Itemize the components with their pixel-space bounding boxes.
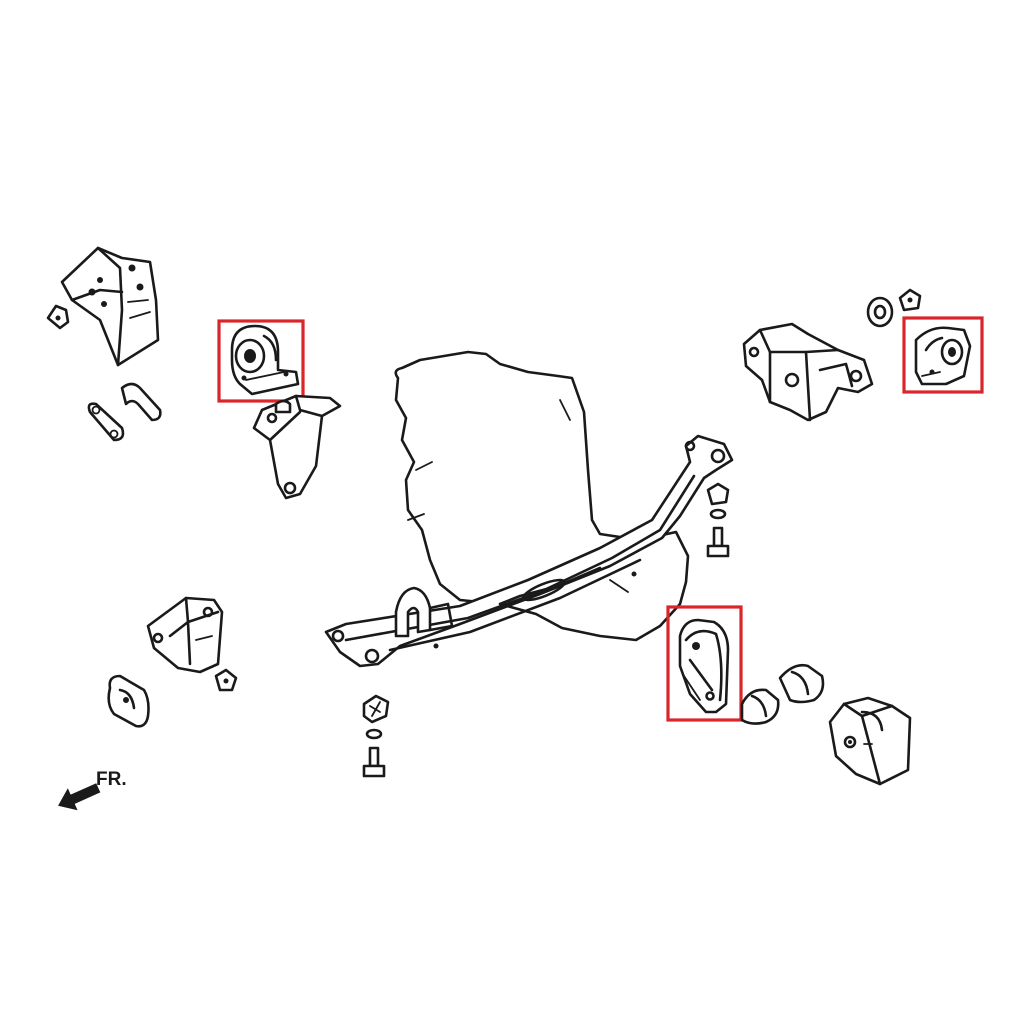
crossmember-rear-bolt [706, 482, 730, 558]
upper-left-link [87, 402, 125, 442]
side-mount-washer [866, 296, 894, 328]
rear-mount-cushion-small [740, 688, 780, 725]
front-mount-highlight [217, 319, 305, 403]
upper-left-cushion [120, 382, 162, 422]
subframe-crossmember [324, 434, 734, 668]
rear-engine-mount [678, 618, 730, 714]
side-engine-mount [914, 326, 972, 386]
side-mount-highlight [902, 316, 984, 394]
upper-left-bracket [60, 246, 160, 367]
front-arrow-icon [58, 783, 101, 811]
lower-left-nut [214, 668, 238, 692]
side-mount-bracket [742, 322, 874, 422]
rear-mount-bracket [828, 696, 912, 786]
lower-left-cushion [107, 674, 150, 728]
rear-mount-highlight [666, 605, 743, 722]
front-engine-mount [230, 324, 300, 396]
rear-mount-cushion-large [778, 663, 825, 704]
front-direction-indicator: FR. [58, 769, 127, 811]
front-mount-bracket [252, 394, 342, 500]
upper-left-nut [46, 304, 70, 330]
crossmember-front-bolt [362, 694, 390, 778]
lower-left-bracket [146, 596, 224, 674]
front-direction-label: FR. [96, 769, 127, 790]
side-mount-nut [898, 288, 922, 312]
